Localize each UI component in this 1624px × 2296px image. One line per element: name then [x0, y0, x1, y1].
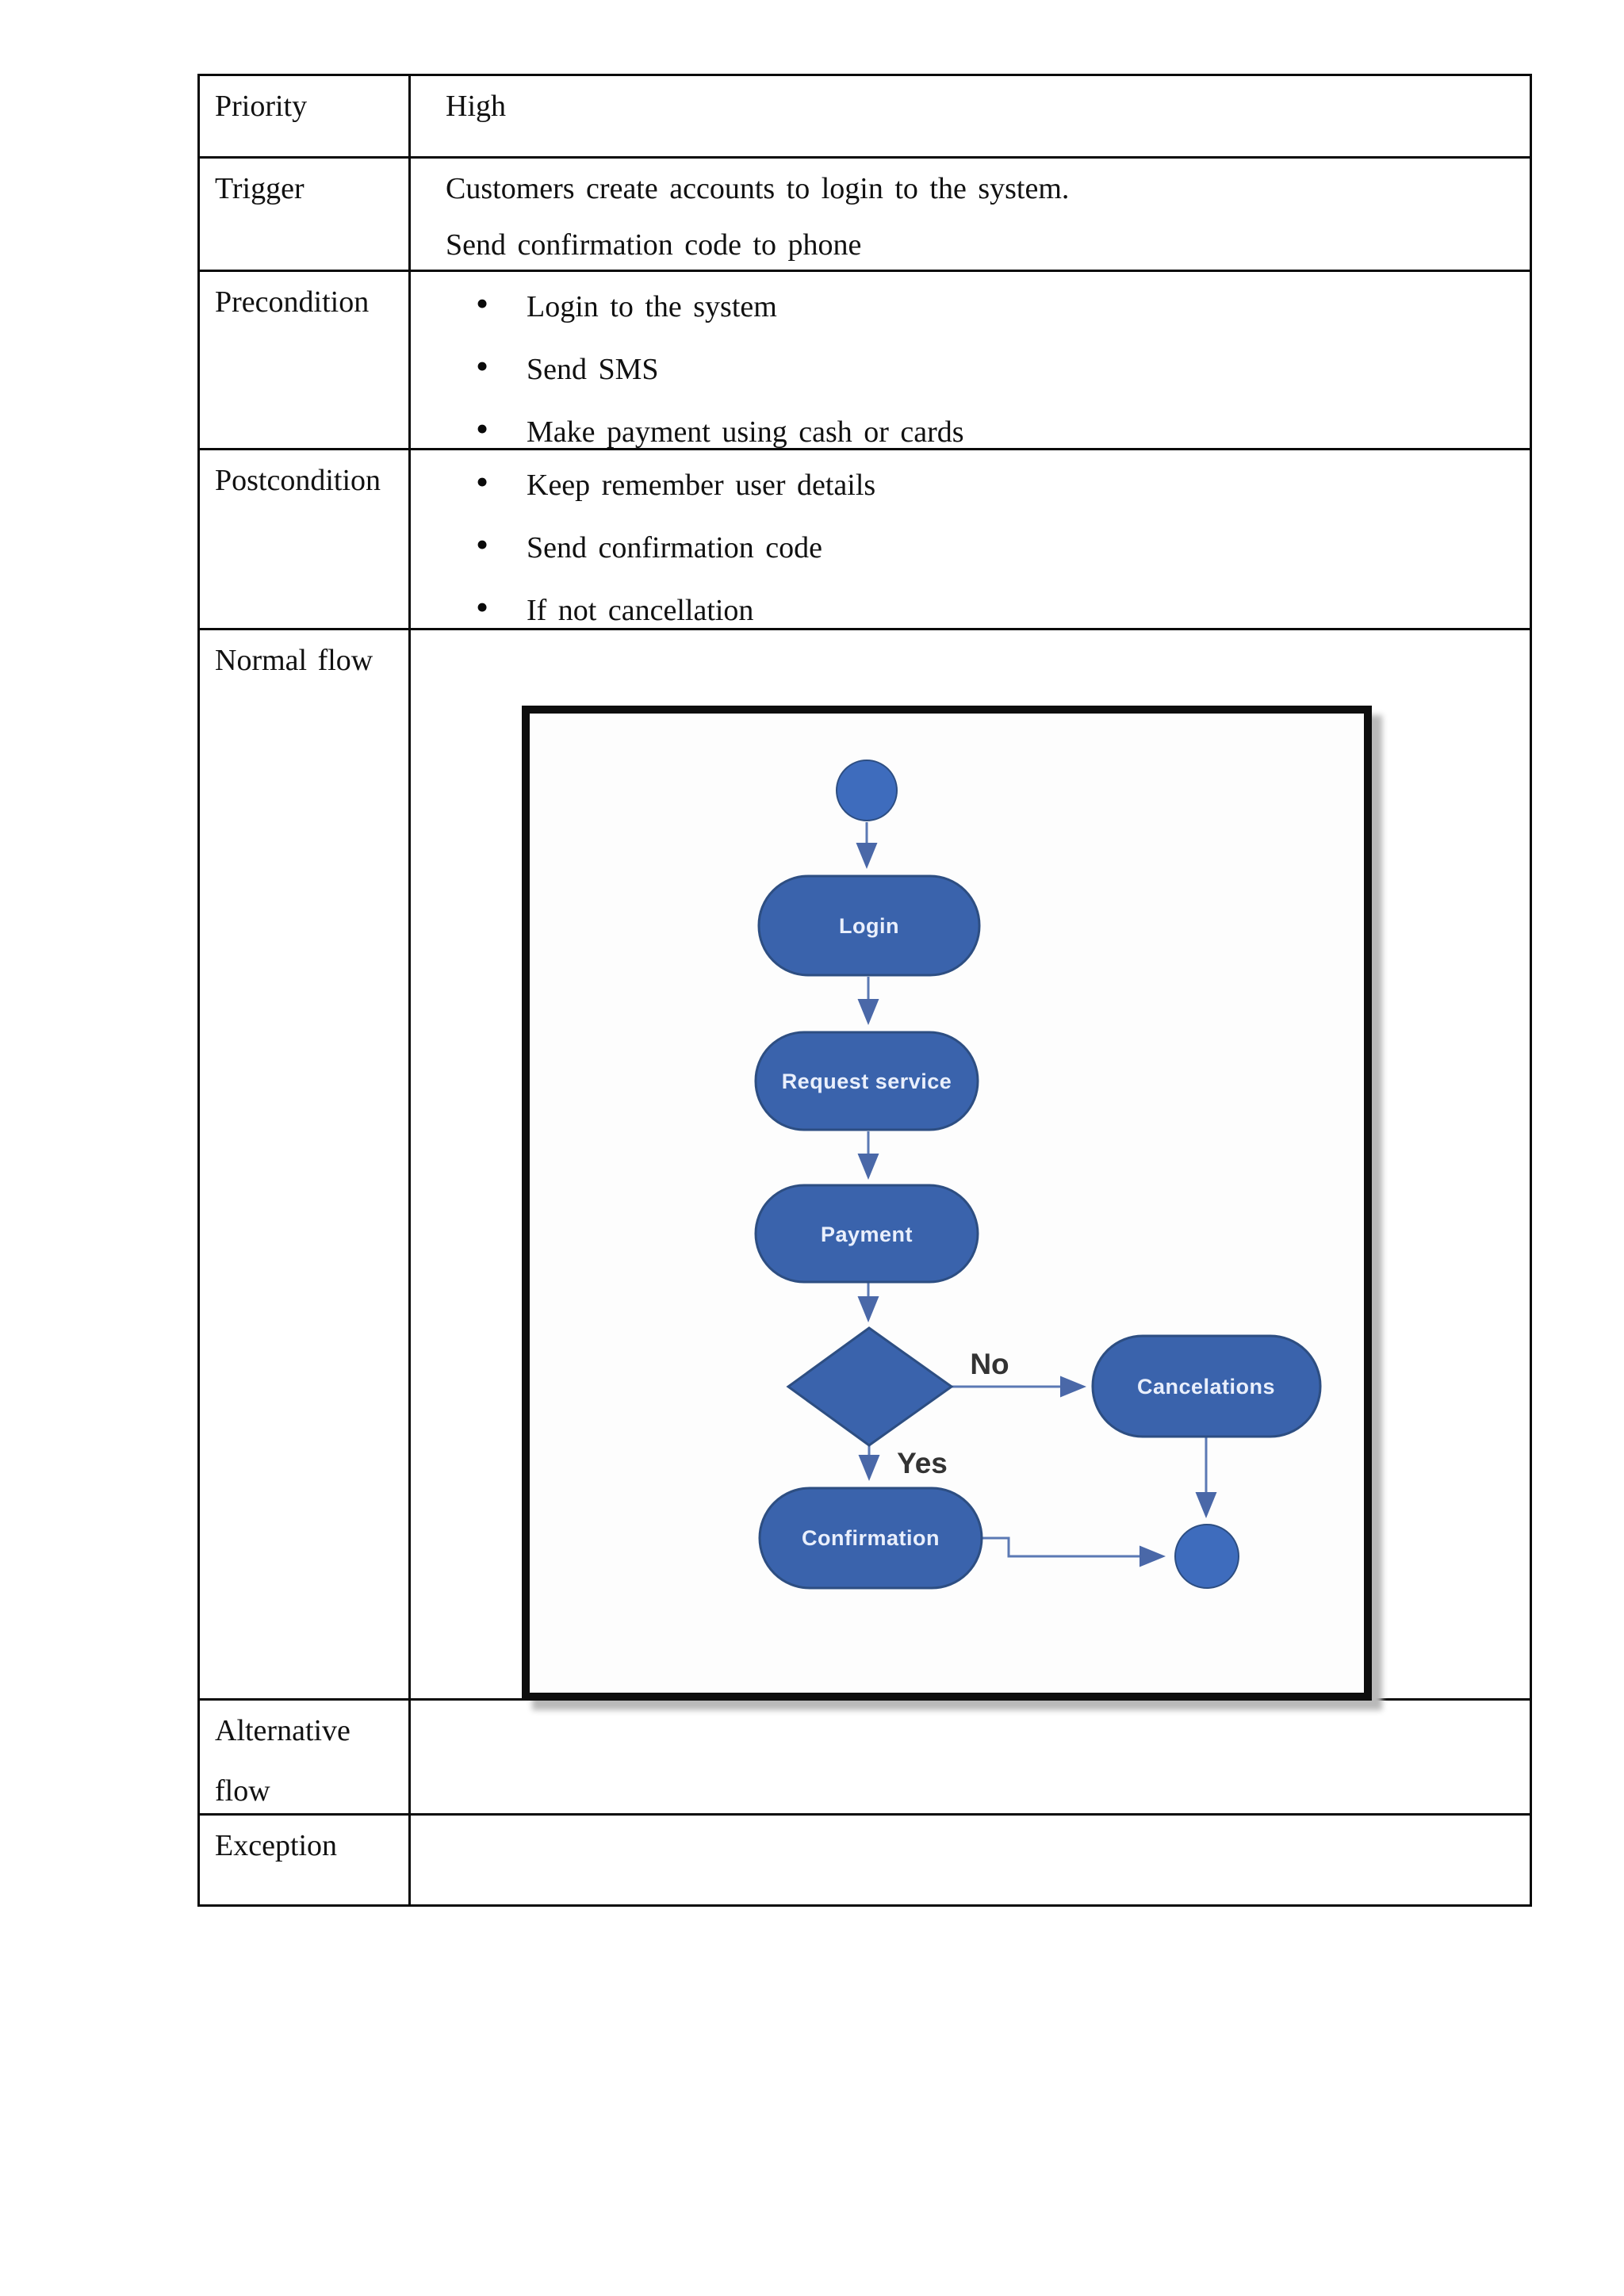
list-item: If not cancellation [446, 588, 1514, 629]
list-item: Keep remember user details [446, 463, 1514, 504]
payment-node-label: Payment [821, 1223, 913, 1246]
decision-node [786, 1326, 954, 1447]
start-node [836, 760, 898, 821]
row-label-precondition: Precondition [200, 272, 411, 448]
login-node-label: Login [839, 914, 899, 938]
row-value-precondition: Login to the system Send SMS Make paymen… [411, 272, 1530, 451]
row-value-trigger: Customers create accounts to login to th… [411, 159, 1530, 270]
confirmation-node-label: Confirmation [802, 1526, 940, 1550]
end-node [1174, 1524, 1239, 1589]
list-item: Send SMS [446, 347, 1514, 388]
trigger-line-2: Send confirmation code to phone [446, 228, 862, 262]
row-label-alternative-flow: Alternative flow [200, 1701, 411, 1813]
payment-node [754, 1184, 979, 1284]
cancelations-node [1091, 1334, 1322, 1438]
row-value-postcondition: Keep remember user details Send confirma… [411, 450, 1530, 628]
login-node [757, 874, 981, 977]
list-item: Login to the system [446, 285, 1514, 326]
row-label-trigger: Trigger [200, 159, 411, 270]
cancelations-node-label: Cancelations [1137, 1375, 1275, 1399]
activity-diagram: Login Request service Payment Cancelatio… [754, 760, 1322, 1590]
table-row-precondition: Precondition Login to the system Send SM… [200, 272, 1530, 450]
row-value-alternative-flow [411, 1701, 1530, 1813]
activity-diagram-frame: Login Request service Payment Cancelatio… [522, 706, 1372, 1701]
alt-flow-label-line1: Alternative [215, 1714, 350, 1747]
row-label-postcondition: Postcondition [200, 450, 411, 628]
edge-label-yes: Yes [897, 1447, 948, 1479]
table-row-postcondition: Postcondition Keep remember user details… [200, 450, 1530, 630]
row-label-priority: Priority [200, 76, 411, 156]
precondition-list: Login to the system Send SMS Make paymen… [446, 285, 1514, 451]
postcondition-list: Keep remember user details Send confirma… [446, 463, 1514, 629]
edge-label-no: No [970, 1348, 1009, 1380]
list-item: Send confirmation code [446, 526, 1514, 567]
trigger-line-1: Customers create accounts to login to th… [446, 172, 1070, 205]
table-row-alternative-flow: Alternative flow [200, 1701, 1530, 1816]
row-label-exception: Exception [200, 1816, 411, 1904]
table-row-priority: Priority High [200, 76, 1530, 159]
row-value-exception [411, 1816, 1530, 1904]
edge-confirmation-to-end [982, 1536, 1166, 1567]
row-label-normal-flow: Normal flow [200, 630, 411, 1698]
request-service-node-label: Request service [782, 1070, 952, 1093]
request-service-node [754, 1031, 979, 1131]
confirmation-node [758, 1487, 983, 1590]
table-row-trigger: Trigger Customers create accounts to log… [200, 159, 1530, 272]
list-item: Make payment using cash or cards [446, 410, 1514, 451]
row-value-priority: High [446, 90, 506, 123]
alt-flow-label-line2: flow [215, 1774, 270, 1808]
table-row-exception: Exception [200, 1816, 1530, 1904]
